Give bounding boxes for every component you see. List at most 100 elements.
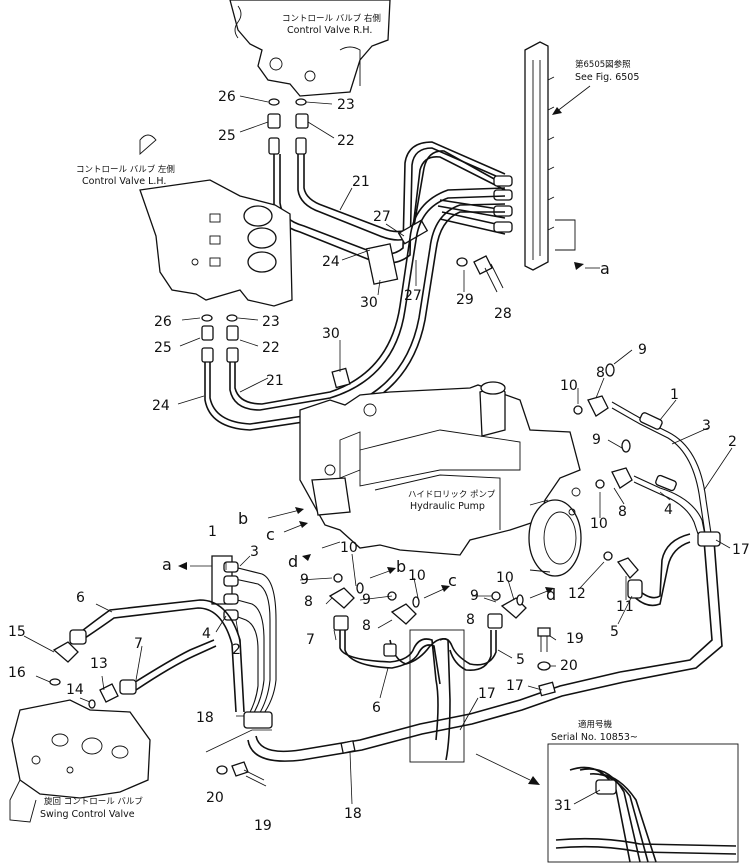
callout-6-left: 6	[76, 590, 85, 606]
callout-4-left: 4	[202, 626, 211, 642]
callout-19-bottom: 19	[254, 818, 272, 834]
clamp-30-lower	[331, 367, 351, 389]
letter-d-left: d	[288, 552, 298, 571]
callout-10-center-b: 10	[408, 568, 426, 584]
right-vertical-pipe	[619, 531, 723, 683]
callout-24-top: 24	[322, 254, 340, 270]
callout-16: 16	[8, 665, 26, 681]
callout-5-center: 5	[516, 652, 525, 668]
callout-10-center-a: 10	[340, 540, 358, 556]
letter-c-left: c	[266, 525, 275, 544]
callout-26-top: 26	[218, 89, 236, 105]
callout-1-right: 1	[670, 387, 679, 403]
callout-19-center: 19	[566, 631, 584, 647]
right-hoses	[611, 401, 713, 541]
callout-30-lh: 30	[322, 326, 340, 342]
lh-hoses	[204, 187, 506, 431]
callout-23-lh: 23	[262, 314, 280, 330]
callout-9-center-b: 9	[362, 592, 371, 608]
callout-2-right: 2	[728, 434, 737, 450]
callout-18-bottom: 18	[344, 806, 362, 822]
control-valve-rh-jp-label: コントロール バルブ 右側	[282, 13, 381, 24]
callout-5-right: 5	[610, 624, 619, 640]
callout-8-center-b: 8	[362, 618, 371, 634]
letter-a-top: a	[600, 259, 610, 278]
callout-7-center: 7	[306, 632, 315, 648]
callout-9-mid: 9	[592, 432, 601, 448]
callout-numbers: 26 23 25 22 21 27 24 30 27 29 28 a 26 23…	[8, 89, 749, 834]
callout-9-top: 9	[638, 342, 647, 358]
letter-c-center: c	[448, 571, 457, 590]
callout-4-right: 4	[664, 502, 673, 518]
callout-10-mid: 10	[590, 516, 608, 532]
control-valve-rh	[229, 0, 391, 97]
callout-25-lh: 25	[154, 340, 172, 356]
callout-8-center-c: 8	[466, 612, 475, 628]
callout-2-left: 2	[232, 642, 241, 658]
callout-12: 12	[568, 586, 586, 602]
bottom-return-pipe	[247, 671, 625, 762]
callout-31: 31	[554, 798, 572, 814]
center-hoses	[333, 613, 503, 763]
callout-21-top: 21	[352, 174, 370, 190]
callout-9-center-c: 9	[470, 588, 479, 604]
leader-lines	[23, 95, 733, 805]
letter-d-center: d	[546, 585, 556, 604]
callout-18-left: 18	[196, 710, 214, 726]
callout-17-center: 17	[478, 686, 496, 702]
callout-17-right: 17	[732, 542, 749, 558]
callout-8-mid: 8	[618, 504, 627, 520]
detail-inset	[547, 743, 739, 863]
callout-13: 13	[90, 656, 108, 672]
callout-28: 28	[494, 306, 512, 322]
swing-control-valve-jp-label: 旋回 コントロール バルブ	[44, 796, 143, 807]
clamp-30-upper	[365, 219, 429, 285]
callout-6-center: 6	[372, 700, 381, 716]
letter-b-left: b	[238, 509, 248, 528]
swing-control-valve-label: Swing Control Valve	[40, 809, 135, 820]
callout-29: 29	[456, 292, 474, 308]
swing-control-valve	[9, 699, 151, 823]
callout-11: 11	[616, 599, 634, 615]
serial-label: Serial No. 10853~	[551, 732, 638, 743]
callout-20-bottom: 20	[206, 790, 224, 806]
callout-8-top: 8	[596, 365, 605, 381]
hose-5-right	[627, 533, 691, 607]
see-fig-jp-label: 第6505図参照	[575, 59, 631, 70]
callout-3-left: 3	[250, 544, 259, 560]
control-valve-lh	[139, 134, 293, 307]
center-elbows	[328, 573, 527, 625]
boom-pipe	[524, 41, 576, 271]
callout-26-lh: 26	[154, 314, 172, 330]
control-valve-lh-jp-label: コントロール バルブ 左側	[76, 164, 175, 175]
control-valve-lh-label: Control Valve L.H.	[82, 176, 166, 187]
callout-23-top: 23	[337, 97, 355, 113]
bolt-19-bottom	[205, 729, 272, 787]
letter-a-left: a	[162, 555, 172, 574]
callout-24-lh: 24	[152, 398, 170, 414]
callout-15: 15	[8, 624, 26, 640]
hydraulic-pump-label: Hydraulic Pump	[410, 501, 485, 512]
callout-20-center: 20	[560, 658, 578, 674]
callout-1-left: 1	[208, 524, 217, 540]
callout-14: 14	[66, 682, 84, 698]
callout-27-b: 27	[404, 288, 422, 304]
swing-elbows	[49, 641, 119, 709]
top-fittings	[267, 98, 309, 155]
letter-b-center: b	[396, 557, 406, 576]
callout-3-right: 3	[702, 418, 711, 434]
bolt-19-center	[537, 627, 551, 671]
hydraulic-pump	[299, 381, 582, 577]
hydraulic-pump-jp-label: ハイドロリック ポンプ	[408, 490, 496, 500]
callout-27-a: 27	[373, 209, 391, 225]
lh-fittings	[201, 314, 239, 363]
callout-10-top: 10	[560, 378, 578, 394]
callout-30-top: 30	[360, 295, 378, 311]
callout-22-top: 22	[337, 133, 355, 149]
see-fig-label: See Fig. 6505	[575, 72, 639, 83]
callout-21-lh: 21	[266, 373, 284, 389]
callout-7-left: 7	[134, 636, 143, 652]
callout-10-center-c: 10	[496, 570, 514, 586]
bolt-28	[456, 255, 504, 293]
pump-elbows	[573, 363, 639, 579]
